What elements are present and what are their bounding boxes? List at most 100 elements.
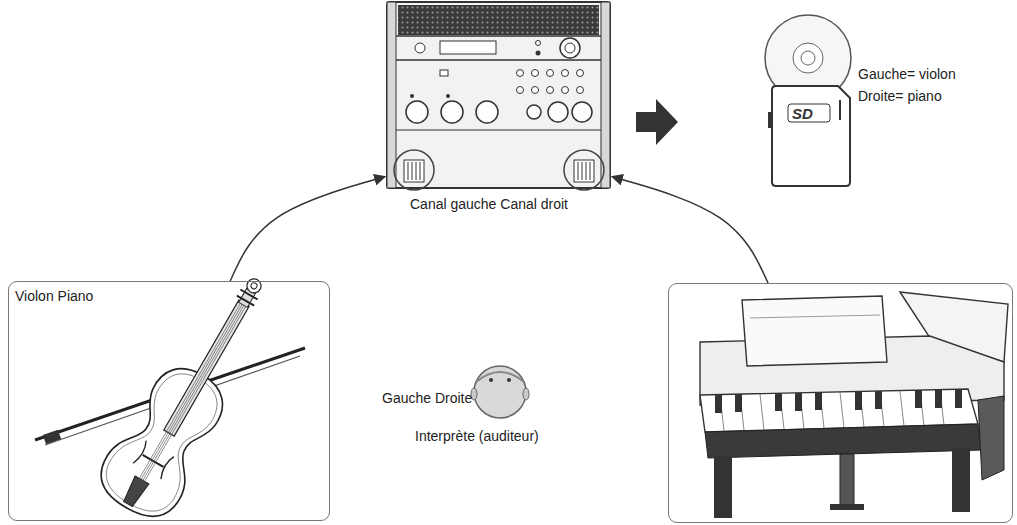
recorder-illustration-part <box>408 162 409 180</box>
recorder-illustration-part <box>396 129 601 130</box>
recorder-illustration-part <box>476 101 498 123</box>
black-keys-part <box>855 392 862 410</box>
recorder-illustration-part <box>440 41 496 54</box>
media-illustration-part <box>793 43 823 73</box>
pedal-lyre <box>840 454 854 506</box>
recorder-illustration-part <box>578 162 579 180</box>
input-jack <box>574 160 594 182</box>
recorder-illustration-part <box>577 87 584 94</box>
recorder-illustration-part <box>547 87 554 94</box>
violin-body <box>90 259 294 525</box>
recorder-illustration-part <box>582 162 583 180</box>
music-stand <box>742 296 887 366</box>
recorder-illustration-part <box>590 162 591 180</box>
violin-body-part <box>138 303 240 480</box>
channel-ring <box>564 150 604 190</box>
violin-body-part <box>142 305 244 482</box>
violin-body-part <box>158 455 174 479</box>
recorder-illustration-part <box>586 162 587 180</box>
recorder-illustration-part <box>532 87 539 94</box>
violin-body-part <box>164 300 249 436</box>
recorder-illustration-part <box>410 94 414 98</box>
recorder-illustration-part <box>536 41 541 46</box>
sd-logo-frame <box>788 104 830 122</box>
recorder-illustration-part <box>396 35 601 37</box>
black-keys-part <box>715 395 722 413</box>
violin-bow-part <box>43 430 61 445</box>
black-keys-part <box>815 392 822 410</box>
black-keys-part <box>935 390 942 408</box>
recorder-illustration <box>387 2 610 190</box>
black-keys <box>715 390 962 413</box>
recorder-illustration-part <box>565 43 575 53</box>
listener-caption: Interprète (auditeur) <box>415 428 539 444</box>
recorder-illustration-part <box>536 51 541 56</box>
violin-body-part <box>143 455 164 467</box>
black-keys-part <box>795 393 802 411</box>
recorder-illustration-part <box>532 70 539 77</box>
piano-illustration <box>700 292 1008 518</box>
white-keys-part <box>840 392 844 428</box>
listener-head-part <box>523 388 529 400</box>
violin-body-part <box>237 296 254 306</box>
instrument-label: Violon Piano <box>15 288 93 304</box>
channel-label: Canal gauche Canal droit <box>410 196 568 212</box>
recorder-illustration-part <box>601 2 610 188</box>
output-arrow <box>636 99 678 145</box>
recorder-illustration-part <box>415 43 425 53</box>
instrument-box <box>668 283 1013 523</box>
media-illustration-part <box>801 51 815 65</box>
recorder-illustration-part <box>441 101 463 123</box>
recorder-illustration-part <box>560 38 580 58</box>
recorder-illustration-part <box>396 59 601 61</box>
logo-text: SD <box>792 106 813 122</box>
pedals <box>830 504 864 510</box>
recorder-illustration-part <box>420 162 421 180</box>
white-keys <box>720 390 944 431</box>
listener-head-part <box>489 378 493 382</box>
recorder-illustration-part <box>577 70 584 77</box>
recorder-illustration-part <box>412 162 413 180</box>
recorder-illustration-part <box>572 102 592 122</box>
piano-leg <box>714 456 732 518</box>
white-keys-part <box>760 394 764 430</box>
listener-head-part <box>476 372 524 382</box>
violin-body-part <box>96 361 232 522</box>
violin-body-part <box>140 304 242 481</box>
white-keys-part <box>900 391 904 426</box>
recorder-illustration-part <box>548 102 568 122</box>
recorder-illustration-part <box>517 87 524 94</box>
recorder-illustration-part <box>387 2 396 188</box>
signal-arrow <box>612 177 768 283</box>
recorder-illustration-part <box>387 2 610 188</box>
violin-body-part <box>250 282 258 290</box>
media-illustration-part <box>839 100 841 120</box>
input-jack <box>404 160 424 182</box>
recorder-device: Canal gauche Canal droit <box>385 0 612 190</box>
channel-ring <box>394 150 434 190</box>
recorder-illustration-part <box>406 101 428 123</box>
channel-note: Gauche= violon <box>858 66 956 82</box>
key-rail <box>705 424 982 458</box>
recorder-illustration-part <box>416 162 417 180</box>
recorder-illustration-part <box>562 87 569 94</box>
listener-head-part <box>507 378 511 382</box>
media-illustration <box>765 15 851 186</box>
black-keys-part <box>775 393 782 411</box>
recorder-illustration-part <box>440 70 448 76</box>
black-keys-part <box>735 394 742 412</box>
recorder-illustration-part <box>562 70 569 77</box>
speaker-grille <box>398 5 599 35</box>
channel-note: Droite= piano <box>858 88 942 104</box>
piano-leg <box>952 448 970 512</box>
violin-body-part <box>144 306 246 483</box>
black-keys-part <box>955 390 962 408</box>
sd-card <box>772 86 850 186</box>
sd-notch <box>768 112 773 128</box>
violin-body-part <box>133 441 149 465</box>
recorder-illustration-part <box>517 70 524 77</box>
instrument-box: Violon Piano <box>8 281 330 521</box>
listener-head <box>471 366 529 418</box>
